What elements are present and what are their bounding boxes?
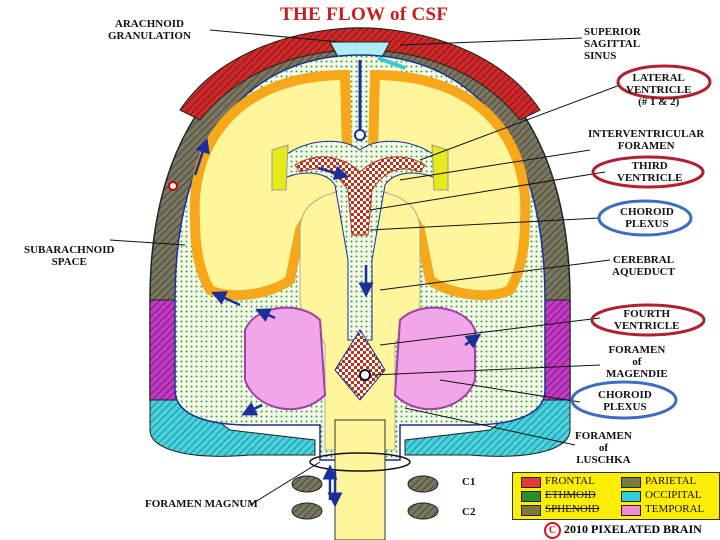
choroid-plexus-oval-upper: [597, 199, 693, 237]
legend-item-temporal: TEMPORAL: [645, 503, 705, 515]
legend-swatch-frontal: [521, 477, 541, 488]
lateral-ventricle-oval: [616, 64, 712, 100]
label-c1: C1: [462, 476, 476, 488]
label-foramen-magnum: FORAMEN MAGNUM: [145, 498, 258, 510]
diagram-title: THE FLOW of CSF: [280, 4, 449, 25]
leader-lines: [109, 29, 621, 506]
c1-vertebra-left: [291, 475, 323, 493]
c2-vertebra-right: [407, 502, 439, 520]
copyright-icon: C: [544, 522, 561, 539]
legend-item-occipital: OCCIPITAL: [645, 489, 702, 501]
label-fourth-ventricle: FOURTH VENTRICLE: [614, 308, 680, 332]
label-foramen-magendie: FORAMEN of MAGENDIE: [606, 344, 668, 380]
label-third-ventricle: THIRD VENTRICLE: [617, 160, 683, 184]
fourth-ventricle: [334, 329, 386, 401]
legend-swatch-parietal: [621, 477, 641, 488]
label-c2: C2: [462, 506, 476, 518]
label-choroid-plexus-lower: CHOROID PLEXUS: [598, 389, 652, 413]
fourth-ventricle-oval: [590, 303, 706, 337]
c1-vertebra-right: [407, 475, 439, 493]
choroid-plexus-oval-lower: [570, 380, 678, 420]
legend-item-ethmoid: ETHMOID: [545, 489, 596, 501]
spinal-cord: [334, 419, 386, 540]
foramen-magendie-mark: [359, 369, 371, 381]
third-ventricle-oval: [591, 155, 705, 189]
legend-item-parietal: PARIETAL: [645, 475, 697, 487]
cerebellum-left: [244, 306, 327, 411]
legend-swatch-sphenoid: [521, 505, 541, 516]
legend-swatch-temporal: [621, 505, 641, 516]
label-foramen-luschka: FORAMEN of LUSCHKA: [575, 430, 632, 466]
label-arachnoid-granulation: ARACHNOID GRANULATION: [108, 18, 191, 42]
label-lateral-ventricle: LATERAL VENTRICLE (# 1 & 2): [626, 72, 692, 108]
c2-vertebra-left: [291, 502, 323, 520]
label-choroid-plexus-upper: CHOROID PLEXUS: [620, 206, 674, 230]
label-cerebral-aqueduct: CEREBRAL AQUEDUCT: [612, 254, 675, 278]
skull-frontal: [179, 27, 541, 121]
legend-item-sphenoid: SPHENOID: [545, 503, 600, 515]
label-interventricular-foramen: INTERVENTRICULAR FORAMEN: [588, 128, 705, 152]
cerebellum-right: [393, 306, 476, 411]
legend-swatch-occipital: [621, 491, 641, 502]
legend-swatch-ethmoid: [521, 491, 541, 502]
label-subarachnoid-space: SUBARACHNOID SPACE: [24, 244, 115, 268]
legend-item-frontal: FRONTAL: [545, 475, 595, 487]
foramen-magnum-ring: [309, 452, 411, 472]
copyright-text: 2010 PIXELATED BRAIN: [564, 522, 702, 536]
legend: FRONTAL PARIETAL ETHMOID OCCIPITAL SPHEN…: [512, 472, 720, 520]
label-superior-sagittal-sinus: SUPERIOR SAGITTAL SINUS: [584, 26, 641, 62]
